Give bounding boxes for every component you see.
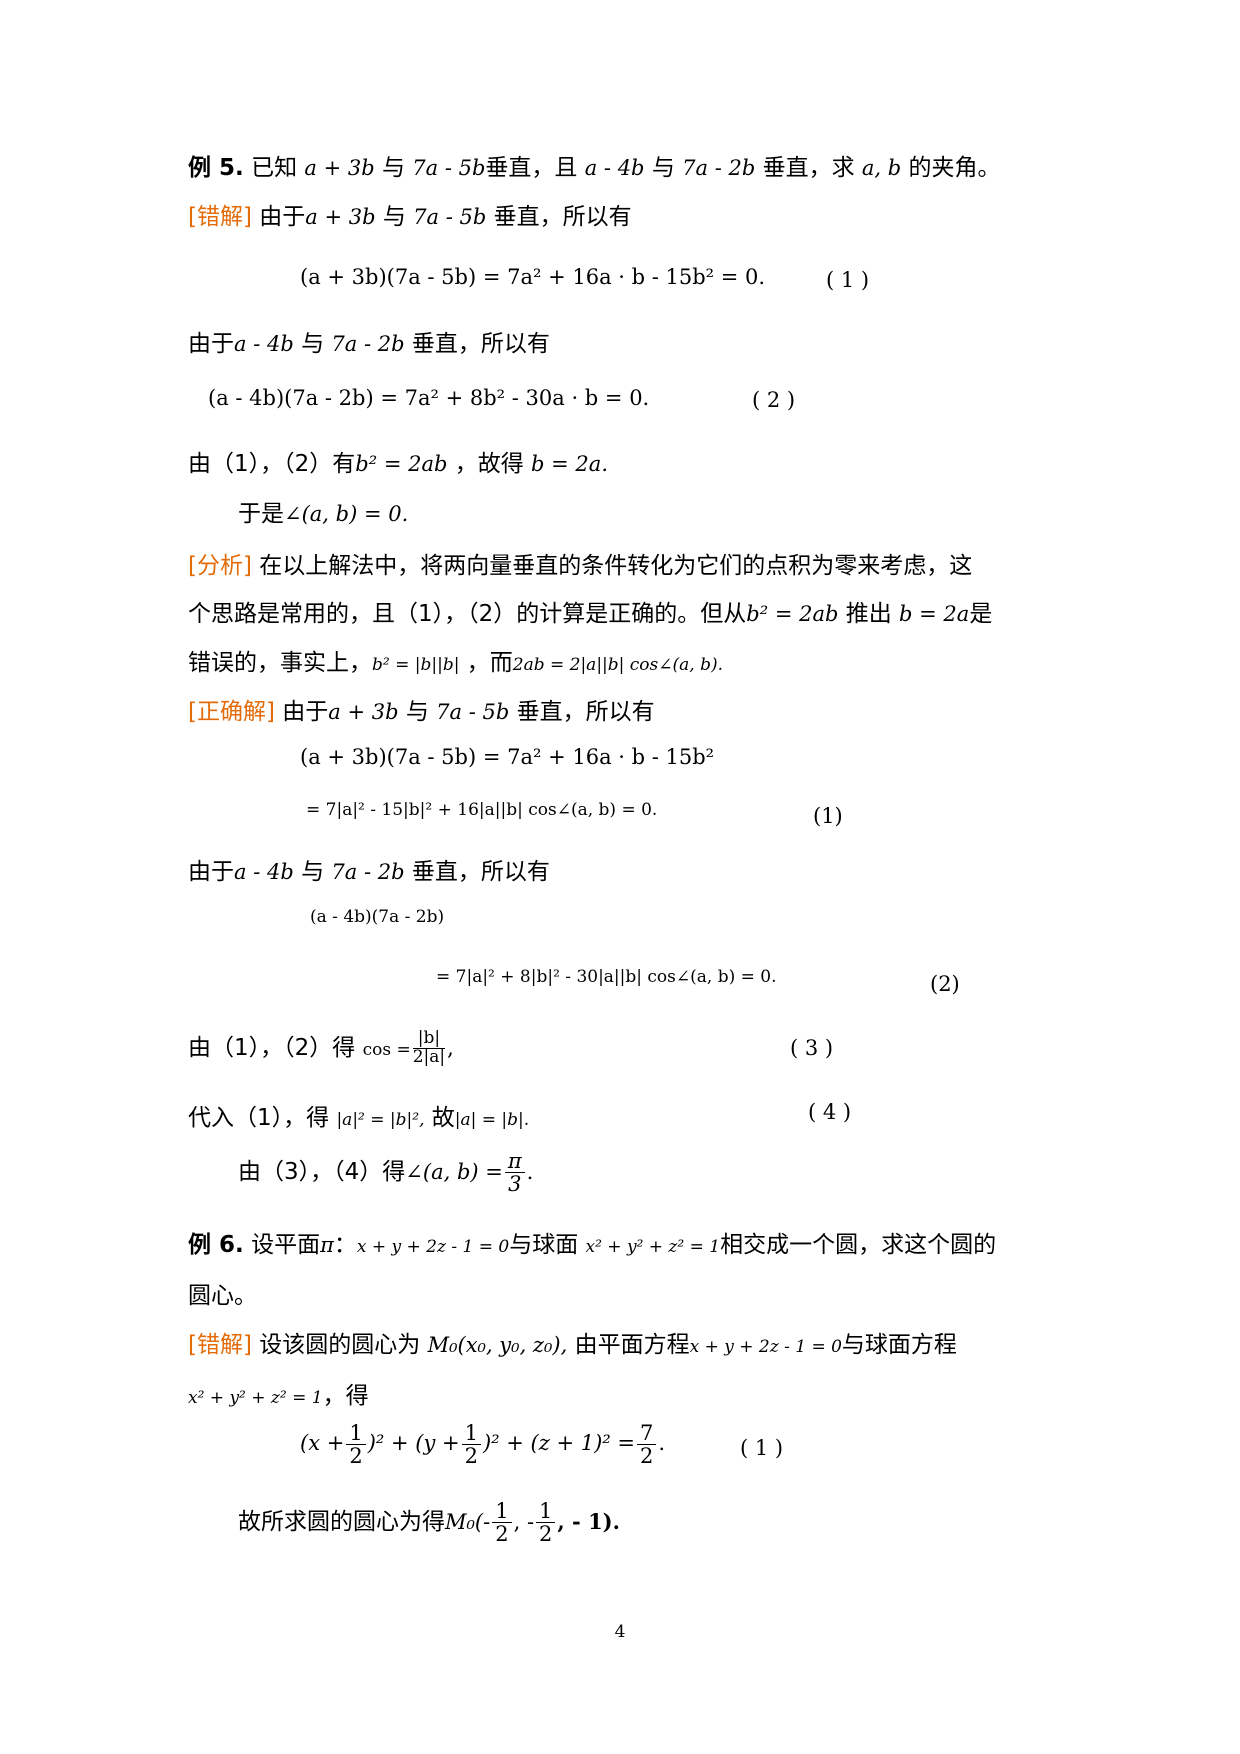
wrong6-equation-number-1: ( 1 )	[740, 1436, 784, 1460]
wrong-solution-conclusion: 由（1），（2）有b² = 2ab ，故得 b = 2a.	[188, 451, 608, 477]
correct-solution-tag: [正确解]	[188, 699, 275, 725]
wrong-solution-result: 于是∠(a, b) = 0.	[238, 501, 409, 527]
example5-heading: 例 5.	[188, 155, 244, 181]
wrong-solution-step2: 由于a - 4b 与 7a - 2b 垂直，所以有	[188, 331, 550, 357]
analysis-line-1: [分析] 在以上解法中，将两向量垂直的条件转化为它们的点积为零来考虑，这	[188, 553, 973, 579]
correct-equation-number-1: (1)	[813, 804, 843, 828]
example5-statement: 例 5. 已知 a + 3b 与 7a - 5b垂直，且 a - 4b 与 7a…	[188, 155, 1001, 181]
cos-fraction: |b|2|a|	[412, 1028, 446, 1067]
wrong-solution6-line-2: x² + y² + z² = 1，得	[188, 1383, 369, 1409]
correct-equation-2a: (a - 4b)(7a - 2b)	[310, 907, 445, 927]
analysis-line-2: 个思路是常用的，且（1），（2）的计算是正确的。但从b² = 2ab 推出 b …	[188, 601, 993, 627]
example6-statement: 例 6. 设平面π：x + y + 2z - 1 = 0与球面 x² + y² …	[188, 1232, 997, 1258]
correct-equation-number-2: (2)	[930, 972, 960, 996]
page-number: 4	[614, 1622, 626, 1642]
correct-equation-2b: = 7|a|² + 8|b|² - 30|a||b| cos∠(a, b) = …	[436, 967, 777, 987]
equation-1: (a + 3b)(7a - 5b) = 7a² + 16a · b - 15b²…	[300, 265, 766, 289]
wrong-solution6-line-1: [错解] 设该圆的圆心为 M₀(x₀, y₀, z₀), 由平面方程x + y …	[188, 1332, 957, 1358]
wrong-solution6-tag: [错解]	[188, 1332, 252, 1358]
correct-solution-intro: [正确解] 由于a + 3b 与 7a - 5b 垂直，所以有	[188, 699, 655, 725]
wrong-solution-tag: [错解]	[188, 204, 252, 230]
correct-equation-1a: (a + 3b)(7a - 5b) = 7a² + 16a · b - 15b²	[300, 745, 715, 769]
correct-solution-substitute: 代入（1），得 |a|² = |b|², 故|a| = |b|.	[188, 1105, 530, 1131]
correct-equation-number-3: ( 3 )	[790, 1036, 834, 1060]
correct-solution-step2: 由于a - 4b 与 7a - 2b 垂直，所以有	[188, 859, 550, 885]
equation-number-1: ( 1 )	[826, 268, 870, 292]
example6-heading: 例 6.	[188, 1232, 244, 1258]
equation-2: (a - 4b)(7a - 2b) = 7a² + 8b² - 30a · b …	[208, 386, 650, 410]
correct-equation-1b: = 7|a|² - 15|b|² + 16|a||b| cos∠(a, b) =…	[306, 800, 658, 820]
correct-solution-cos-step: 由（1），（2）得 cos =|b|2|a|,	[188, 1028, 454, 1067]
wrong-solution-intro: [错解] 由于a + 3b 与 7a - 5b 垂直，所以有	[188, 204, 632, 230]
example6-statement-cont: 圆心。	[188, 1283, 257, 1309]
analysis-tag: [分析]	[188, 553, 252, 579]
analysis-line-3: 错误的，事实上，b² = |b||b| ，而2ab = 2|a||b| cos∠…	[188, 650, 724, 676]
correct-equation-number-4: ( 4 )	[808, 1100, 852, 1124]
equation-number-2: ( 2 )	[752, 388, 796, 412]
